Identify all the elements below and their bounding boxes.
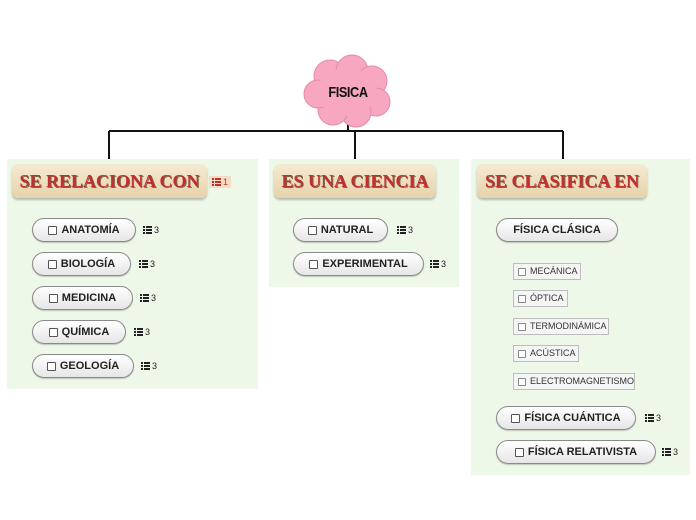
- list-icon: [140, 294, 149, 302]
- checkbox-icon[interactable]: [48, 293, 58, 303]
- topic-geologia[interactable]: GEOLOGÍA: [32, 354, 134, 378]
- topic-experimental[interactable]: EXPERIMENTAL: [293, 252, 424, 276]
- notes-badge[interactable]: 3: [140, 293, 156, 303]
- checkbox-icon[interactable]: [514, 447, 524, 457]
- notes-badge[interactable]: 3: [134, 327, 150, 337]
- checkbox-icon[interactable]: [309, 259, 319, 269]
- checkbox-icon[interactable]: [47, 259, 57, 269]
- checkbox-icon[interactable]: [518, 349, 526, 358]
- subtopic-electromagnetismo[interactable]: ELECTROMAGNETISMO: [513, 373, 635, 390]
- list-icon: [212, 178, 221, 186]
- branch-header-ciencia[interactable]: ES UNA CIENCIA: [274, 164, 436, 198]
- root-label[interactable]: FISICA: [328, 84, 368, 101]
- branch-title: SE CLASIFICA EN: [484, 171, 640, 191]
- topic-fisica-cuantica[interactable]: FÍSICA CUÁNTICA: [496, 406, 636, 430]
- checkbox-icon[interactable]: [48, 327, 58, 337]
- list-icon: [143, 226, 152, 234]
- checkbox-icon[interactable]: [518, 322, 526, 331]
- list-icon: [430, 260, 439, 268]
- root-cloud: [303, 54, 391, 128]
- subtopic-optica[interactable]: ÓPTICA: [513, 290, 568, 307]
- list-icon: [645, 414, 654, 422]
- list-icon: [397, 226, 406, 234]
- branch-title: SE RELACIONA CON: [19, 171, 200, 191]
- subtopic-mecanica[interactable]: MECÁNICA: [513, 263, 581, 280]
- topic-fisica-relativista[interactable]: FÍSICA RELATIVISTA: [496, 440, 656, 464]
- checkbox-icon[interactable]: [518, 377, 526, 386]
- checkbox-icon[interactable]: [518, 267, 526, 276]
- topic-fisica-clasica[interactable]: FÍSICA CLÁSICA: [496, 218, 618, 242]
- notes-badge[interactable]: 3: [143, 225, 159, 235]
- subtopic-termodinamica[interactable]: TERMODINÁMICA: [513, 318, 609, 335]
- checkbox-icon[interactable]: [307, 225, 317, 235]
- branch-title: ES UNA CIENCIA: [281, 171, 429, 191]
- list-icon: [662, 448, 671, 456]
- checkbox-icon[interactable]: [46, 361, 56, 371]
- notes-badge[interactable]: 3: [141, 361, 157, 371]
- notes-badge[interactable]: 3: [397, 225, 413, 235]
- topic-quimica[interactable]: QUÍMICA: [32, 320, 126, 344]
- notes-badge[interactable]: 3: [662, 447, 678, 457]
- branch-header-clasifica[interactable]: SE CLASIFICA EN: [477, 164, 647, 198]
- checkbox-icon[interactable]: [48, 225, 58, 235]
- list-icon: [134, 328, 143, 336]
- checkbox-icon[interactable]: [511, 413, 521, 423]
- topic-biologia[interactable]: BIOLOGÍA: [32, 252, 131, 276]
- notes-badge[interactable]: 3: [645, 413, 661, 423]
- notes-badge[interactable]: 3: [430, 259, 446, 269]
- list-icon: [139, 260, 148, 268]
- notes-badge[interactable]: 1: [209, 176, 232, 188]
- subtopic-acustica[interactable]: ACÚSTICA: [513, 345, 579, 362]
- notes-badge[interactable]: 3: [139, 259, 155, 269]
- topic-medicina[interactable]: MEDICINA: [32, 286, 133, 310]
- topic-anatomia[interactable]: ANATOMÍA: [32, 218, 136, 242]
- checkbox-icon[interactable]: [518, 294, 526, 303]
- list-icon: [141, 362, 150, 370]
- branch-header-relaciona[interactable]: SE RELACIONA CON: [12, 164, 207, 198]
- topic-natural[interactable]: NATURAL: [293, 218, 388, 242]
